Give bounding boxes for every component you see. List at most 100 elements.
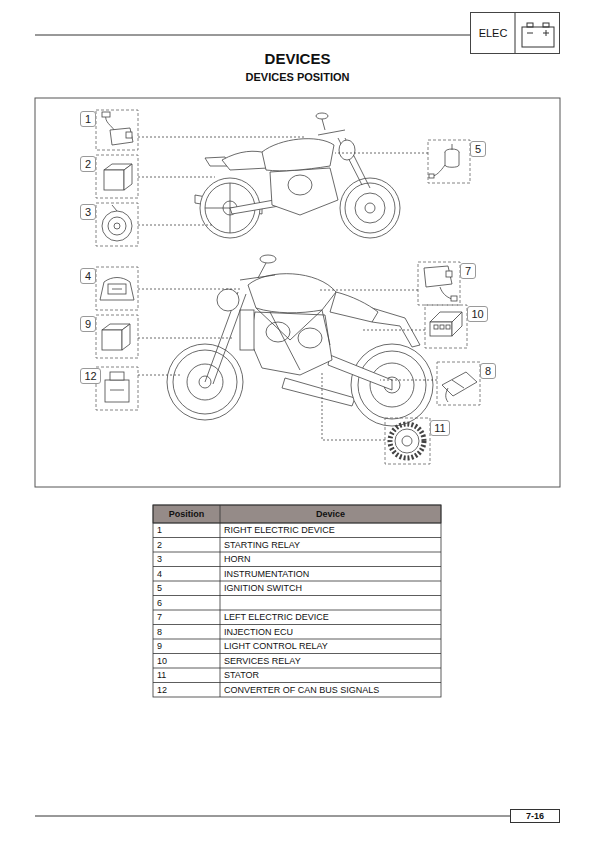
table-header-box: Device: [220, 505, 441, 523]
table-cell: 7: [157, 612, 162, 622]
table-cell-box: 7: [153, 610, 220, 625]
callout-number: 2: [85, 158, 91, 170]
component-icon: [108, 284, 126, 294]
detail-frame: [385, 418, 430, 464]
component-icon: [102, 211, 132, 241]
component-icon: [445, 152, 459, 167]
subtitle: DEVICES POSITION: [246, 71, 350, 83]
callout-number: 8: [485, 365, 491, 377]
component-icon: [102, 112, 110, 117]
leader-line: [138, 289, 240, 290]
callout-number: 9: [85, 318, 91, 330]
leader-line: [362, 330, 425, 331]
table-cell-box: 12: [153, 683, 220, 698]
component-icon: [122, 324, 130, 350]
detail-frame: [96, 315, 138, 358]
motorcycle-side-view: [256, 308, 330, 370]
motorcycle-side-view: [282, 378, 355, 406]
callout-box: 3: [80, 204, 96, 220]
motorcycle-side-view: [298, 328, 322, 348]
footer-rule: [35, 816, 510, 817]
table-cell-box: 11: [153, 668, 220, 683]
table-cell-box: 10: [153, 654, 220, 669]
motorcycle-side-view: [365, 203, 375, 213]
leader-line: [318, 290, 418, 291]
motorcycle-side-view: [266, 322, 290, 342]
table-cell-box: CONVERTER OF CAN BUS SIGNALS: [220, 683, 441, 698]
callout-number: 11: [434, 422, 445, 434]
motorcycle-side-view: [318, 119, 345, 135]
callout-box: 7: [460, 263, 476, 279]
leader-line: [322, 372, 385, 440]
table-grid: [153, 581, 441, 582]
component-icon: [114, 223, 120, 229]
table-cell: INJECTION ECU: [224, 627, 293, 637]
component-icon: [104, 170, 124, 190]
callout-box: 4: [80, 268, 96, 284]
callout-number: 4: [85, 270, 91, 282]
header-rule: [515, 12, 516, 54]
component-icon: [446, 271, 452, 277]
detail-frame: [96, 110, 138, 150]
section-tab: ELEC: [470, 12, 560, 54]
table-grid: [153, 523, 441, 524]
table-cell: 10: [157, 656, 167, 666]
table-grid: [153, 552, 441, 553]
motorcycle-side-view: [240, 263, 275, 280]
leader-line: [138, 137, 437, 440]
battery-icon: [527, 33, 533, 34]
callout-box: 12: [80, 368, 101, 384]
table-cell-box: INJECTION ECU: [220, 625, 441, 640]
battery-icon: [546, 30, 547, 36]
component-icon: [110, 128, 133, 145]
table-cell: LEFT ELECTRIC DEVICE: [224, 612, 329, 622]
callout-number: 5: [475, 143, 481, 155]
component-icon: [112, 205, 117, 211]
motorcycle-side-view: [270, 168, 338, 215]
table-grid: [153, 505, 441, 523]
table-cell-box: LIGHT CONTROL RELAY: [220, 639, 441, 654]
motorcycle-side-view: [330, 292, 378, 322]
component-icon: [100, 278, 134, 301]
table-cell: 9: [157, 641, 162, 651]
component-icon: [446, 325, 450, 329]
table-cell-box: 6: [153, 596, 220, 611]
leader-line: [380, 380, 437, 381]
callout-box: 1: [80, 111, 96, 127]
table-cell: 11: [157, 670, 166, 680]
motorcycle-side-view: [167, 255, 433, 426]
callout-box: 5: [470, 141, 486, 157]
table-cell: 2: [157, 540, 162, 550]
callout-box: 11: [430, 420, 450, 436]
table-grid: [153, 505, 441, 697]
table-header: Device: [316, 509, 345, 519]
component-icon: [126, 132, 132, 138]
table-cell-box: STATOR: [220, 668, 441, 683]
callout-box: 9: [80, 316, 96, 332]
callout-number: 7: [465, 265, 471, 277]
table-cell: 8: [157, 627, 162, 637]
table-cell-box: 2: [153, 538, 220, 553]
motorcycle-side-view: [217, 289, 239, 311]
table-grid: [153, 668, 441, 669]
battery-icon: [522, 27, 554, 47]
component-icon: [424, 266, 452, 287]
detail-frame: [96, 267, 138, 310]
component-icon: [102, 330, 122, 350]
subtitle-row: DEVICES POSITION: [0, 71, 595, 83]
callout-box: 10: [467, 306, 488, 322]
table-cell-box: LEFT ELECTRIC DEVICE: [220, 610, 441, 625]
leader-line: [138, 137, 305, 138]
motorcycle-side-view: [222, 151, 268, 170]
table-cell: 4: [157, 569, 162, 579]
table-cell: HORN: [224, 554, 251, 564]
component-icon: [124, 164, 132, 190]
title-row: DEVICES: [0, 50, 595, 67]
motorcycle-side-view: [195, 113, 400, 238]
table-cell: INSTRUMENTATION: [224, 569, 309, 579]
figure-frame: [35, 98, 560, 487]
callout-number: 10: [471, 308, 483, 320]
table-cell-box: 4: [153, 567, 220, 582]
detail-frame: [418, 262, 460, 305]
